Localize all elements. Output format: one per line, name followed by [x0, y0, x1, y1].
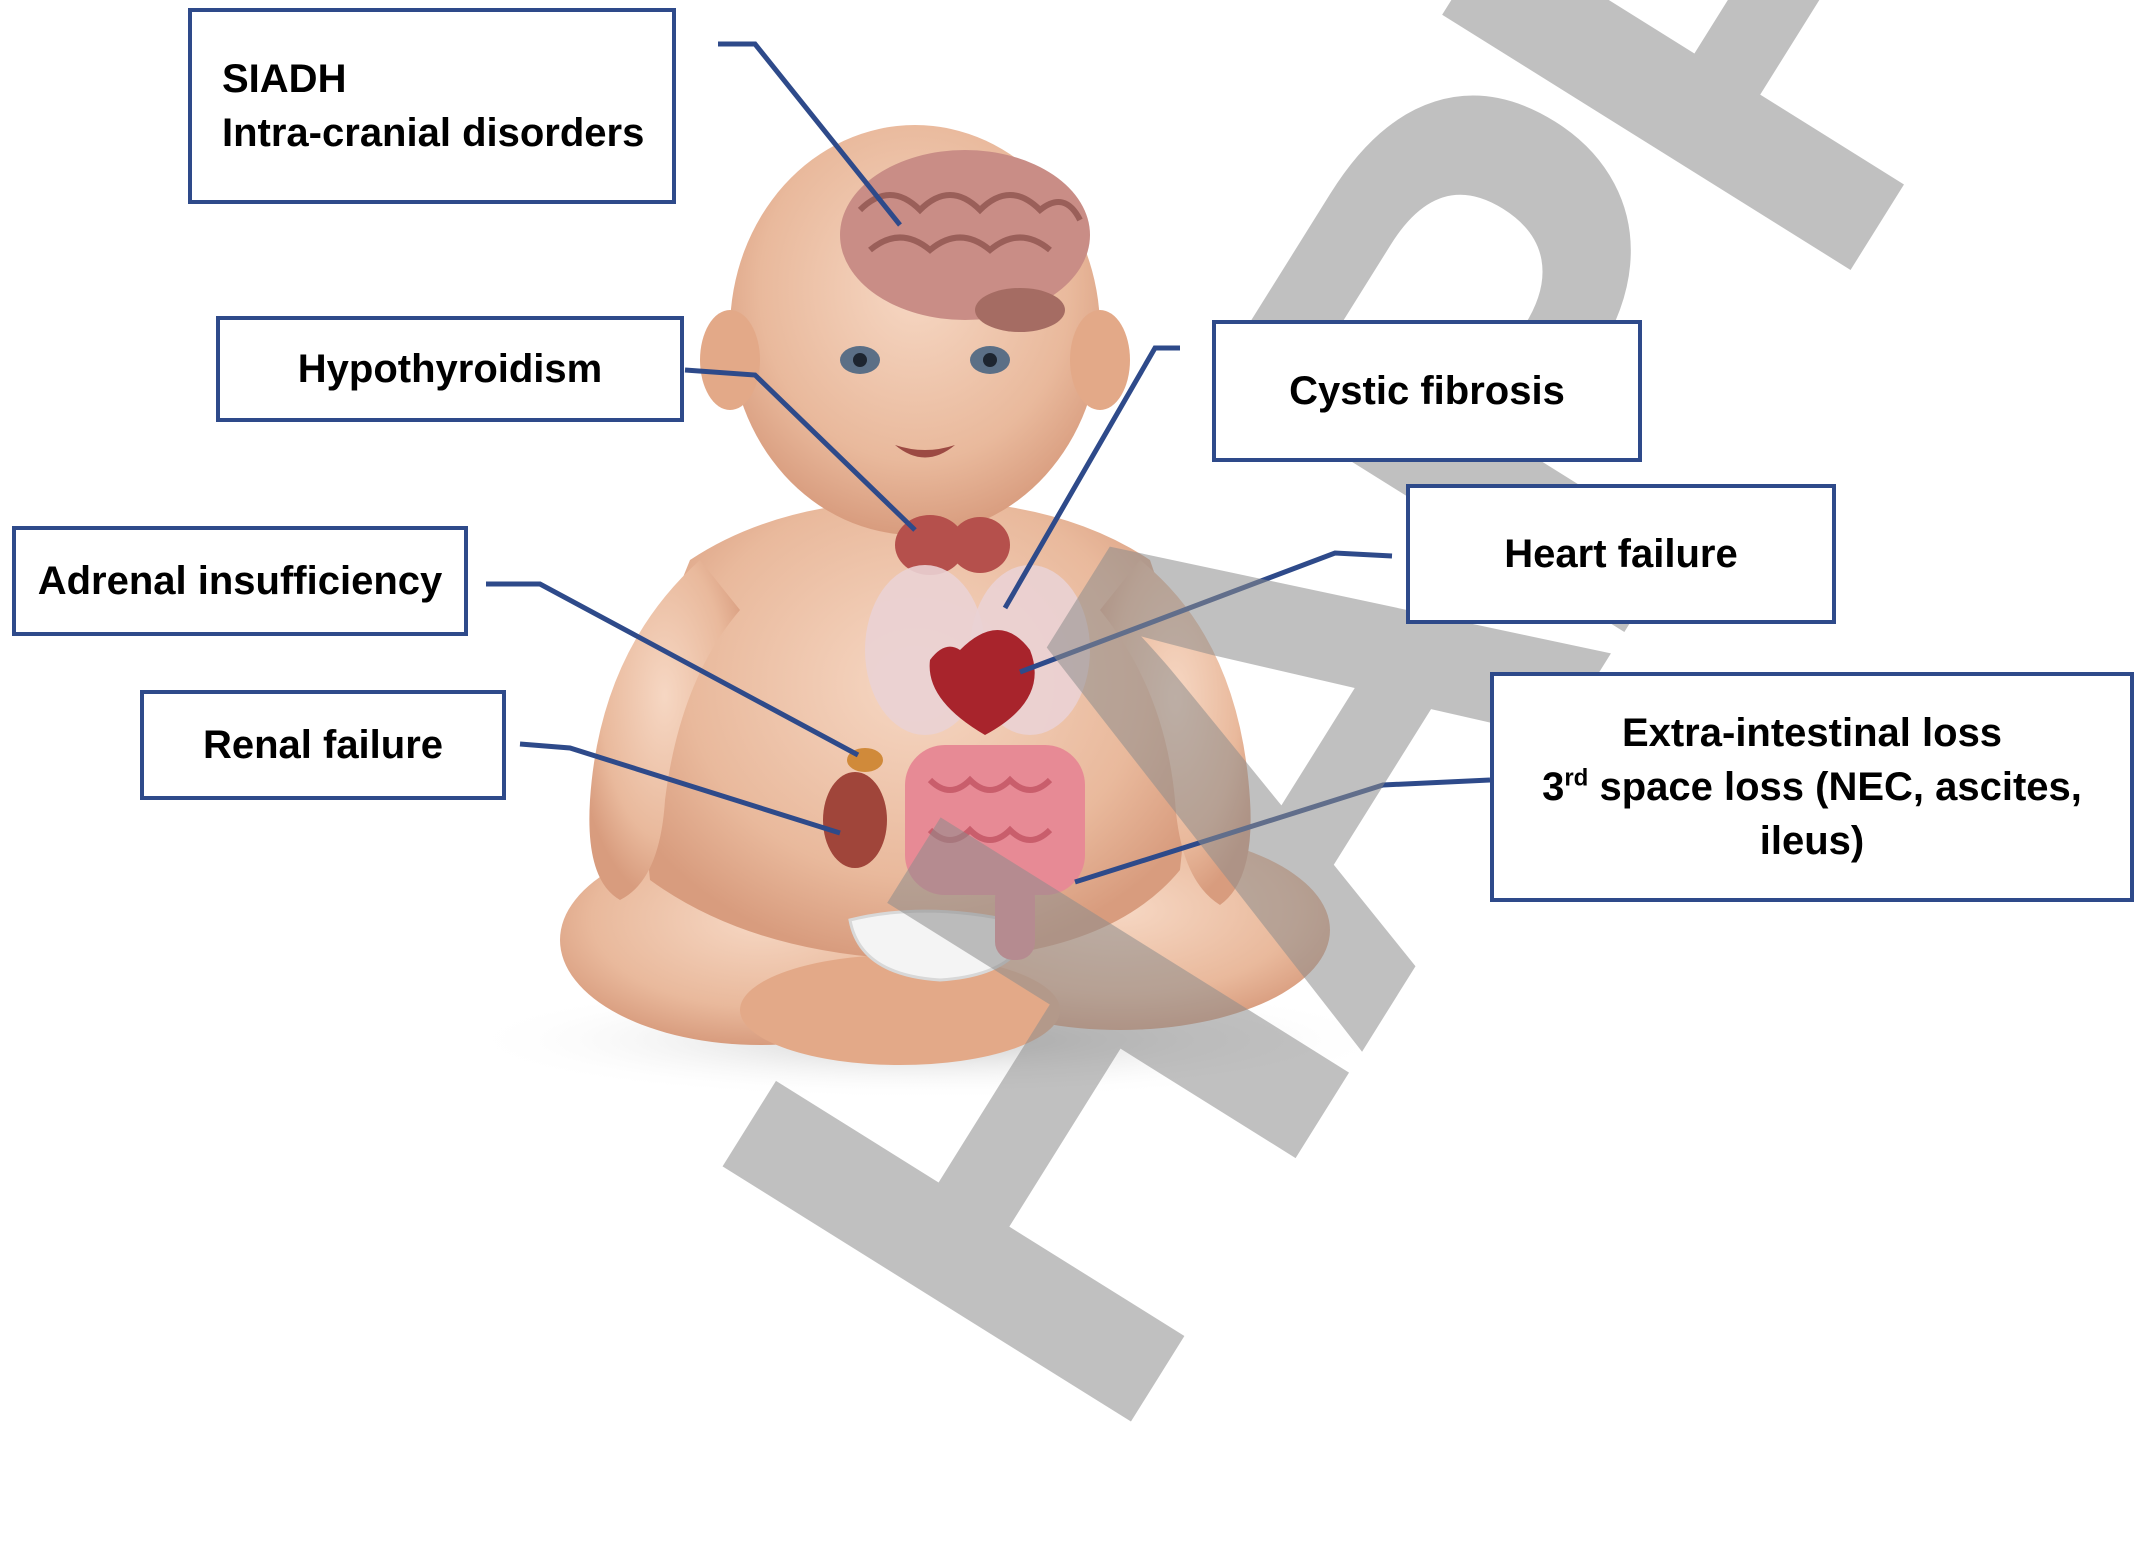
label-hypothyroidism: Hypothyroidism [216, 316, 684, 422]
label-hypothyroidism-text: Hypothyroidism [298, 342, 602, 396]
label-heart-failure: Heart failure [1406, 484, 1836, 624]
label-renal-failure: Renal failure [140, 690, 506, 800]
label-adrenal-text: Adrenal insufficiency [38, 554, 443, 608]
label-adrenal-insufficiency: Adrenal insufficiency [12, 526, 468, 636]
label-loss-line3: ileus) [1760, 814, 1864, 868]
label-loss-superscript: rd [1564, 765, 1588, 792]
label-renal-failure-text: Renal failure [203, 718, 443, 772]
label-cystic-fibrosis: Cystic fibrosis [1212, 320, 1642, 462]
label-loss-line1: Extra-intestinal loss [1622, 706, 2002, 760]
label-loss-rest: space loss (NEC, ascites, [1588, 765, 2082, 809]
label-cystic-fibrosis-text: Cystic fibrosis [1289, 364, 1565, 418]
label-loss-number: 3 [1542, 765, 1564, 809]
label-loss-line2: 3rd space loss (NEC, ascites, [1542, 760, 2082, 814]
label-siadh: SIADH Intra-cranial disorders [188, 8, 676, 204]
label-heart-failure-text: Heart failure [1504, 527, 1737, 581]
diagram-stage: HAPPY SIADH Intra-cranial disorders Hypo… [0, 0, 2144, 1119]
label-siadh-line2: Intra-cranial disorders [222, 106, 672, 160]
label-fluid-loss: Extra-intestinal loss 3rd space loss (NE… [1490, 672, 2134, 902]
label-siadh-line1: SIADH [222, 52, 672, 106]
